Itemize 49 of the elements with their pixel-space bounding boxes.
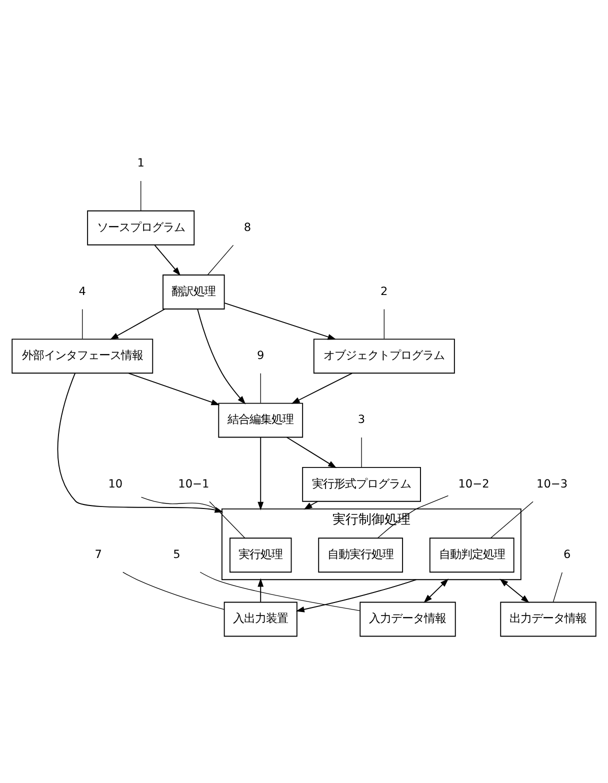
node-text: 2	[380, 284, 388, 298]
node-box: 自動実行処理	[318, 538, 404, 573]
arrow	[197, 308, 246, 404]
node-box: ソースプログラム	[87, 210, 195, 246]
arrow	[258, 436, 264, 510]
arrow	[258, 578, 264, 602]
arrow	[128, 372, 220, 406]
node-box: 結合編集処理	[218, 402, 304, 438]
node-box: 自動判定処理	[429, 538, 514, 573]
node-text: 4	[78, 284, 86, 298]
node-text: 3	[358, 413, 366, 426]
connector	[140, 180, 142, 211]
connector	[377, 495, 449, 538]
node-text: 10−2	[458, 477, 490, 490]
node-box: 出力データ情報	[500, 602, 596, 637]
connector	[200, 572, 360, 611]
node-box: オブジェクトプログラム	[313, 338, 455, 374]
connector	[82, 308, 83, 340]
connector	[122, 572, 224, 610]
node-box: 外部インタフェース情報	[12, 338, 154, 374]
node-text: 9	[257, 349, 264, 362]
node-text: 7	[94, 548, 102, 562]
connector	[552, 572, 562, 602]
node-text: 6	[564, 548, 571, 562]
node-text: 10−1	[178, 477, 210, 490]
connector	[361, 437, 362, 468]
arrow	[500, 578, 530, 603]
node-text: 10	[108, 477, 123, 490]
node-box: 実行形式プログラム	[302, 466, 421, 502]
connector	[208, 244, 234, 275]
arrow	[424, 578, 449, 603]
node-box: 実行処理	[230, 538, 292, 573]
node-text: 5	[173, 548, 180, 562]
connector	[490, 501, 534, 538]
arrow	[304, 501, 318, 510]
node-box: 入出力装置	[224, 602, 298, 637]
node-text: 8	[244, 220, 252, 234]
arrow	[291, 372, 352, 404]
connector	[209, 501, 246, 538]
arrow	[286, 436, 337, 468]
arrow	[110, 308, 166, 340]
connector	[260, 373, 261, 404]
arrow	[154, 244, 181, 276]
arrow	[296, 579, 417, 612]
node-box: 入力データ情報	[360, 602, 456, 637]
node-text: 1	[137, 156, 144, 170]
node-text: 10−3	[536, 477, 568, 490]
arrow	[224, 302, 336, 340]
node-box: 翻訳処理	[162, 274, 225, 310]
